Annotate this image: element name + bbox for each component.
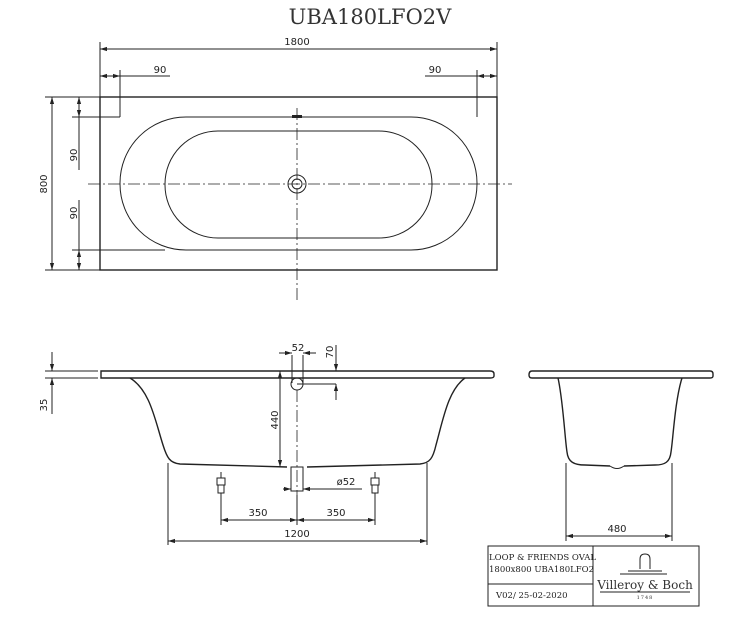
dim-top-offset: 90	[69, 149, 80, 162]
drain-pipe	[290, 466, 304, 492]
tub-rim-inner	[119, 116, 478, 251]
dim-foot-left-350: 350	[248, 508, 267, 519]
tub-body-side	[129, 377, 466, 468]
dim-depth-440: 440	[270, 410, 281, 429]
dim-left-offset: 90	[154, 65, 167, 76]
drain-icon	[287, 174, 307, 194]
tub-outline-top	[99, 96, 498, 271]
dim-length-1800: 1800	[284, 37, 309, 48]
top-view: 1800 90 90 800 90 90	[39, 37, 512, 300]
overflow-mark	[292, 115, 302, 118]
dim-right-offset: 90	[429, 65, 442, 76]
foot-left-icon	[216, 472, 226, 525]
dim-drain-52: ø52	[337, 477, 356, 488]
tub-rim-side	[100, 370, 495, 379]
end-view: 480	[528, 370, 714, 541]
tub-basin	[164, 130, 433, 239]
dim-width-800: 800	[39, 174, 50, 193]
dim-bottom-1200: 1200	[284, 529, 309, 540]
product-name: LOOP & FRIENDS OVAL	[489, 553, 596, 563]
side-view: 35 52 70 440 ø52	[39, 343, 495, 545]
brand-year: 1748	[637, 595, 654, 601]
dim-bottom-offset: 90	[69, 207, 80, 220]
product-code: 1800x800 UBA180LFO2	[489, 565, 594, 575]
title-block: LOOP & FRIENDS OVAL 1800x800 UBA180LFO2 …	[487, 545, 700, 607]
tub-rim-end	[528, 370, 714, 379]
dim-overflow-52: 52	[292, 343, 305, 354]
foot-right-icon	[370, 472, 380, 525]
brand-name: Villeroy & Boch	[596, 578, 693, 592]
dim-rim-35: 35	[39, 399, 50, 412]
version-date: V02/ 25-02-2020	[495, 591, 568, 601]
brand-logo-icon	[620, 553, 667, 575]
drawing-title: UBA180LFO2V	[289, 5, 452, 29]
dim-foot-right-350: 350	[326, 508, 345, 519]
dim-end-480: 480	[607, 524, 626, 535]
dim-overflow-70: 70	[325, 346, 336, 359]
tub-body-end	[557, 377, 683, 467]
